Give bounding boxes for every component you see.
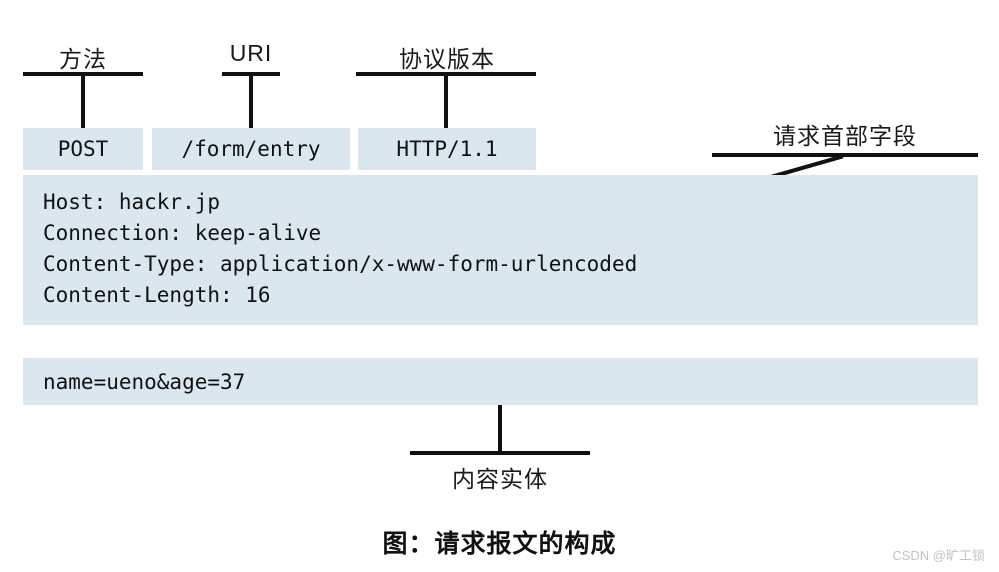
header-line-connection: Connection: keep-alive: [43, 221, 322, 245]
annotation-label-request-header-fields: 请求首部字段: [773, 123, 917, 149]
annotation-label-entity-body: 内容实体: [452, 466, 548, 492]
annotation-stem-entity-body: [498, 405, 502, 455]
request-line-method-box: POST: [23, 128, 143, 170]
annotation-label-method: 方法: [59, 46, 107, 72]
request-line-version-box: HTTP/1.1: [358, 128, 536, 170]
annotation-stem-protocol-version: [444, 72, 448, 128]
request-body-block: name=ueno&age=37: [23, 358, 978, 405]
annotation-stem-uri: [249, 72, 253, 128]
header-line-content-type: Content-Type: application/x-www-form-url…: [43, 252, 638, 276]
annotation-label-uri: URI: [229, 40, 273, 66]
request-headers-block: Host: hackr.jp Connection: keep-alive Co…: [23, 175, 978, 325]
annotation-rule-entity-body: [410, 451, 590, 455]
annotation-label-protocol-version: 协议版本: [399, 46, 495, 72]
header-line-host: Host: hackr.jp: [43, 190, 221, 214]
header-line-content-length: Content-Length: 16: [43, 283, 271, 307]
figure-caption: 图：请求报文的构成: [382, 530, 617, 558]
csdn-watermark: CSDN @旷工锁: [892, 548, 985, 563]
annotation-rule-request-header-fields: [712, 153, 978, 157]
request-line-uri-box: /form/entry: [152, 128, 350, 170]
annotation-stem-method: [81, 72, 85, 128]
